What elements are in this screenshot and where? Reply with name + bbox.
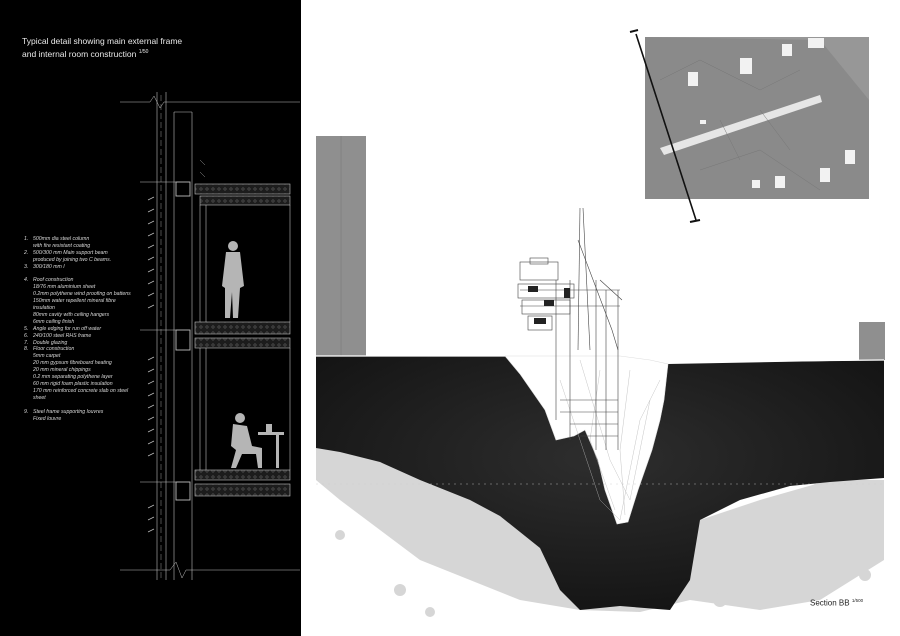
- note-text: 500mm dia steel column with fire resista…: [33, 236, 91, 249]
- detail-title: Typical detail showing main external fra…: [22, 36, 232, 60]
- louvres: [147, 196, 155, 533]
- note-item: 7. Double glazing: [24, 340, 184, 347]
- note-number: 9.: [24, 408, 29, 415]
- section-label: Section BB 1/500: [810, 598, 863, 608]
- note-number: 2.: [24, 249, 29, 256]
- site-plan-inset: [629, 29, 869, 223]
- note-text: Steel frame supporting louvres Fixed lou…: [33, 408, 104, 422]
- note-item: 6. 240/100 steel RHS frame: [24, 333, 184, 340]
- valley-cut: [504, 355, 669, 525]
- note-text: Angle edging for run off water: [33, 325, 102, 332]
- note-item: 3. 300/180 mm I: [24, 264, 184, 271]
- building-structure: [517, 207, 623, 450]
- detail-title-text: Typical detail showing main external fra…: [22, 36, 183, 59]
- adjacent-building-right: [859, 322, 885, 360]
- note-number: 1.: [24, 236, 29, 242]
- standing-person-figure: [222, 241, 244, 318]
- note-item: 1. 500mm dia steel column with fire resis…: [24, 236, 184, 250]
- note-number: 6.: [24, 332, 29, 339]
- rubble-field: [316, 440, 884, 617]
- note-item: 9. Steel frame supporting louvres Fixed l…: [24, 409, 184, 423]
- note-number: 4.: [24, 277, 29, 284]
- note-number: 3.: [24, 263, 29, 270]
- rock-mass: [316, 356, 884, 610]
- note-text: Floor construction 5mm carpet 20 mm gyps…: [33, 346, 129, 401]
- note-number: 7.: [24, 339, 29, 346]
- note-number: 5.: [24, 325, 29, 332]
- section-scale: 1/500: [851, 598, 864, 603]
- note-text: 300/180 mm I: [33, 263, 65, 270]
- construction-notes: 1. 500mm dia steel column with fire resis…: [24, 236, 184, 422]
- valley-mesh: [559, 359, 661, 521]
- seated-person-figure: [231, 413, 284, 468]
- note-item: 8. Floor construction 5mm carpet 20 mm gy…: [24, 346, 184, 401]
- building-dark-blocks: [528, 286, 570, 324]
- detail-panel: [0, 0, 301, 636]
- section-label-text: Section BB: [810, 598, 850, 608]
- detail-drawing: [120, 92, 300, 580]
- note-item: 2. 500/300 mm Main support beam produced …: [24, 250, 184, 264]
- note-item: 5. Angle edging for run off water: [24, 326, 184, 333]
- note-text: 240/100 steel RHS frame: [33, 332, 92, 339]
- note-item: 4. Roof construction 18/76 mm aluminium s…: [24, 277, 184, 325]
- note-text: 500/300 mm Main support beam produced by…: [33, 249, 112, 263]
- note-text: Roof construction 18/76 mm aluminium she…: [33, 277, 131, 325]
- note-number: 8.: [24, 346, 29, 353]
- note-text: Double glazing: [33, 339, 68, 346]
- detail-scale: 1/50: [138, 49, 149, 55]
